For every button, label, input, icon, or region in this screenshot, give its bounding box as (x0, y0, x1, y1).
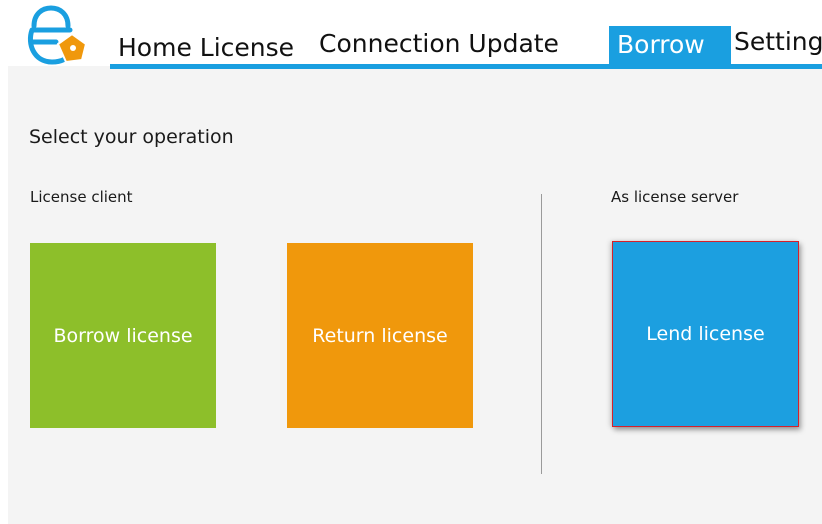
page-heading: Select your operation (29, 126, 234, 148)
license-server-label: As license server (611, 188, 739, 206)
app-logo-icon (24, 4, 92, 68)
return-license-label: Return license (312, 324, 448, 347)
tab-borrow[interactable]: Borrow (609, 26, 731, 64)
tab-home-license[interactable]: Home License (118, 33, 295, 62)
license-client-label: License client (30, 188, 133, 206)
lend-license-button[interactable]: Lend license (612, 241, 799, 427)
borrow-license-button[interactable]: Borrow license (30, 243, 216, 428)
section-divider (541, 194, 542, 474)
return-license-button[interactable]: Return license (287, 243, 473, 428)
tab-bar-underline (110, 64, 822, 69)
borrow-license-label: Borrow license (53, 324, 193, 347)
lend-license-label: Lend license (646, 323, 765, 345)
tab-settings[interactable]: Settings (734, 27, 822, 56)
tab-connection-update[interactable]: Connection Update (319, 29, 559, 58)
